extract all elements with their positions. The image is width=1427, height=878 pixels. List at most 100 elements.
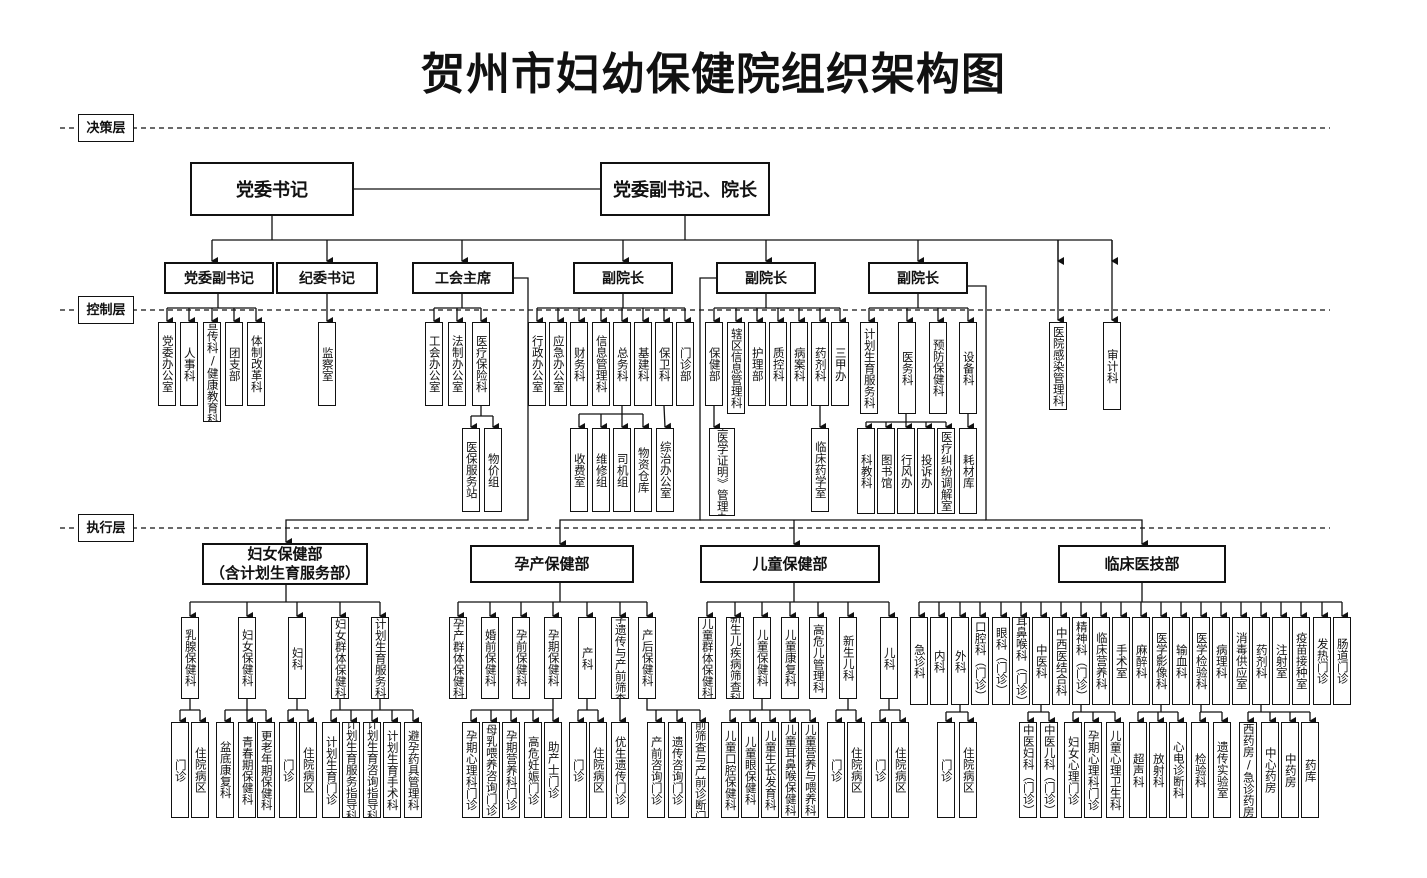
women-l2-item: 青春期保健科: [238, 722, 256, 818]
deputy-secretary-units-item: 宣传科/健康教育科: [203, 322, 221, 422]
discipline-units-item: 监察室: [318, 322, 336, 406]
clinical-l1-item: 中西医结合科: [1052, 617, 1070, 705]
clinical-l2-item: 中医儿科（门诊）: [1040, 722, 1058, 818]
women-l2-item: 门诊: [279, 722, 297, 818]
child-l2-item: 儿童口腔保健科: [721, 722, 739, 818]
vp2-sub-item: 临床药学室: [811, 428, 829, 512]
vp3-sub-item: 行风办: [897, 428, 915, 514]
child-l2-item: 儿童营养与喂养科: [801, 722, 819, 818]
child-l1-item: 儿科: [880, 617, 898, 699]
vp2-units-item: 护理部: [748, 322, 766, 406]
vp2-units-item: 保健部: [705, 322, 723, 406]
deputy-secretary-box: 党委副书记: [164, 262, 274, 294]
layer-label-decision: 决策层: [78, 114, 134, 142]
direct-units-item: 医院感染管理科: [1049, 322, 1067, 410]
maternal-l2-item: 母乳喂养咨询门诊: [482, 722, 500, 818]
clinical-medtech-dept: 临床医技部: [1058, 545, 1226, 583]
discipline-secretary-box: 纪委书记: [276, 262, 378, 294]
clinical-l2-item: 儿童心理卫生科: [1106, 722, 1124, 818]
clinical-l1-item: 临床营养科: [1092, 617, 1110, 705]
insurance-units-item: 物价组: [484, 428, 502, 512]
direct-units-item: 审计科: [1103, 322, 1121, 410]
clinical-l1-item: 手术室: [1112, 617, 1130, 705]
vp3-units-item: 设备科: [959, 322, 977, 414]
vice-president-2-box: 副院长: [716, 262, 816, 294]
women-l1-item: 妇女群体保健科: [331, 617, 349, 699]
vp3-sub-item: 耗材库: [959, 428, 977, 514]
clinical-l1-item: 眼科（门诊）: [992, 617, 1010, 705]
child-l1-item: 儿童保健科: [753, 617, 771, 699]
women-l2-item: 门诊: [171, 722, 189, 818]
vp1-units-item: 信息管理科: [592, 322, 610, 406]
maternal-l1-item: 孕前保健科: [512, 617, 530, 699]
clinical-l1-item: 耳鼻喉科（门诊）: [1012, 617, 1030, 705]
clinical-l2-item: 超声科: [1129, 722, 1147, 818]
child-l1-item: 儿童康复科: [781, 617, 799, 699]
clinical-l2-item: 门诊: [937, 722, 955, 818]
vp1-units-item: 基建科: [634, 322, 652, 406]
vp2-units-item: 病案科: [790, 322, 808, 406]
child-l2-item: 住院病区: [891, 722, 909, 818]
women-l2-item: 住院病区: [191, 722, 209, 818]
vp1-units-item: 应急办公室: [549, 322, 567, 406]
vp3-units-item: 预防保健科: [929, 322, 947, 414]
maternal-l1-item: 孕产群体保健科: [449, 617, 467, 699]
clinical-l1-item: 麻醉科: [1132, 617, 1150, 705]
vp1-units-item: 保卫科: [655, 322, 673, 406]
women-health-dept-line1: 妇女保健部: [247, 545, 323, 563]
women-l2-item: 计划生育手术科: [383, 722, 401, 818]
clinical-l1-item: 口腔科（门诊）: [971, 617, 989, 705]
clinical-l1-item: 消毒供应室: [1232, 617, 1250, 705]
vp1-sub-item: 收费室: [570, 428, 588, 512]
women-l2-item: 更老年期保健科: [257, 722, 275, 818]
deputy-secretary-units-item: 团支部: [225, 322, 243, 406]
layer-label-control: 控制层: [78, 296, 134, 324]
clinical-l1-item: 精神科（门诊）: [1072, 617, 1090, 705]
vp3-sub-item: 图书馆: [877, 428, 895, 514]
maternal-l2-item: 助产士门诊: [544, 722, 562, 818]
insurance-units-item: 医保服务站: [462, 428, 480, 512]
women-l2-item: 避孕药具管理科: [404, 722, 422, 818]
women-l2-item: 计划生育门诊: [322, 722, 340, 818]
women-health-dept-line2: （含计划生育服务部）: [209, 564, 360, 582]
child-l1-item: 儿童群体保健科: [698, 617, 716, 699]
clinical-l2-item: 药库: [1301, 722, 1319, 818]
maternal-l1-item: 孕期保健科: [544, 617, 562, 699]
child-l1-item: 高危儿管理科: [809, 617, 827, 699]
vp3-sub-item: 医疗纠纷调解室: [937, 428, 955, 514]
clinical-l2-item: 放射科: [1149, 722, 1167, 818]
maternal-l2-item: 孕期营养科门诊: [502, 722, 520, 818]
child-l2-item: 住院病区: [847, 722, 865, 818]
vp2-units-item: 质控科: [769, 322, 787, 406]
maternal-l2-item: 门诊: [569, 722, 587, 818]
clinical-l1-item: 急诊科: [910, 617, 928, 705]
women-health-dept: 妇女保健部 （含计划生育服务部）: [202, 543, 368, 585]
vp3-units-item: 计划生育服务科: [860, 322, 878, 414]
vp3-sub-item: 投诉办: [917, 428, 935, 514]
child-l2-item: 儿童生长发育科: [761, 722, 779, 818]
clinical-l1-item: 肠道门诊: [1333, 617, 1351, 705]
maternal-l2-item: 孕期心理科门诊: [462, 722, 480, 818]
clinical-l1-item: 药剂科: [1252, 617, 1270, 705]
clinical-l2-item: 检验科: [1191, 722, 1209, 818]
vp2-units-item: 药剂科: [811, 322, 829, 406]
vp1-units-item: 总务科: [613, 322, 631, 406]
vp2-units-item: 辖区信息管理科: [727, 322, 745, 414]
vp1-sub-item: 综治办公室: [656, 428, 674, 512]
child-l2-item: 门诊: [871, 722, 889, 818]
clinical-l1-item: 发热门诊: [1313, 617, 1331, 705]
maternal-l1-item: 医学遗传与产前筛查科: [611, 617, 629, 699]
union-chair-box: 工会主席: [412, 262, 514, 294]
chart-title: 贺州市妇幼保健院组织架构图: [421, 49, 1006, 100]
maternal-l2-item: 产前咨询门诊: [647, 722, 665, 818]
child-l2-item: 儿童耳鼻喉保健科: [781, 722, 799, 818]
layer-label-execute: 执行层: [78, 514, 134, 542]
clinical-l1-item: 输血科: [1172, 617, 1190, 705]
vp2-sub-item: 《出生医学证明》管理办公室: [709, 428, 735, 516]
clinical-l2-item: 妇女心理门诊: [1064, 722, 1082, 818]
child-l2-item: 儿童眼保健科: [741, 722, 759, 818]
maternal-health-dept: 孕产保健部: [470, 545, 634, 583]
clinical-l2-item: 住院病区: [959, 722, 977, 818]
clinical-l1-item: 中医科: [1032, 617, 1050, 705]
